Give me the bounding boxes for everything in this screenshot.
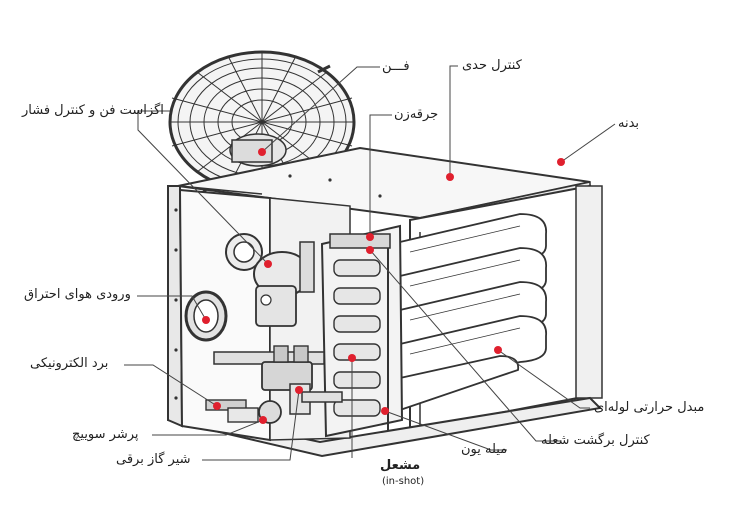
label-combustion-air-inlet: ورودی هوای احتراق <box>24 287 131 302</box>
igniter-dot <box>366 233 374 241</box>
label-burner-sub: (in-shot) <box>382 476 425 487</box>
label-tube-heat-exchanger: مبدل حرارتی لوله‌ای <box>594 400 705 415</box>
label-fan-pressure-control: اگزاست فن و کنترل فشار <box>22 103 164 118</box>
limit-control-dot <box>446 173 454 181</box>
label-igniter: جرقه‌زن <box>394 107 439 122</box>
label-limit-control: کنترل حدی <box>462 58 522 73</box>
label-gas-valve: شیر گاز برقی <box>116 452 191 467</box>
air-inlet-dot <box>202 316 210 324</box>
leader-lines <box>124 65 616 461</box>
fan-assembly <box>168 50 356 198</box>
body-dot <box>557 158 565 166</box>
callout-dots <box>202 148 565 424</box>
tube-heat-exchanger <box>399 213 547 411</box>
label-ion-rod: میله یون <box>461 442 508 457</box>
exhaust-fan-dot <box>264 260 272 268</box>
fan-dot <box>258 148 266 156</box>
burner-manifold <box>320 224 404 438</box>
flame-rollout-dot <box>366 246 374 254</box>
pressure-switch-dot <box>259 416 267 424</box>
ion-rod-dot <box>381 407 389 415</box>
gas-valve-dot <box>295 386 303 394</box>
label-body: بدنه <box>618 116 640 131</box>
gas-train <box>205 345 343 424</box>
label-pressure-switch: پرشر سوییچ <box>72 427 139 442</box>
label-flame-rollout-control: کنترل برگشت شعله <box>541 433 650 448</box>
heat-exchanger-dot <box>494 346 502 354</box>
label-burner: مشعل <box>380 458 421 473</box>
electronic-board-dot <box>213 402 221 410</box>
label-electronic-board: برد الکترونیکی <box>30 356 109 371</box>
burner-dot <box>348 354 356 362</box>
label-fan: فـــن <box>382 59 410 74</box>
